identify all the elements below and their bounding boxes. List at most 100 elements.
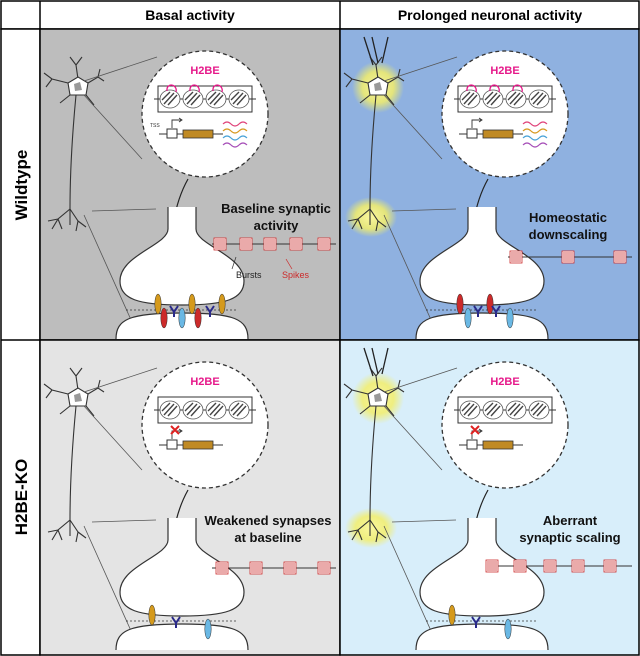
gene-body — [482, 440, 514, 450]
gene-body — [482, 129, 514, 139]
stimulus-arrows — [363, 36, 389, 66]
promoter — [466, 128, 478, 139]
transcript — [222, 135, 248, 141]
tss-label: TSS — [150, 123, 160, 129]
transcript — [522, 128, 548, 134]
receptor — [148, 604, 156, 626]
promoter — [166, 128, 178, 139]
postsynaptic-terminal — [115, 623, 249, 651]
h2be-tail — [212, 84, 223, 93]
spikes-label: Spikes — [282, 270, 310, 280]
spike-train — [212, 561, 336, 575]
transcript — [522, 142, 548, 148]
panel-wt-prolonged: H2BE Homeostatic downscaling — [339, 28, 640, 341]
neuron — [43, 367, 105, 543]
panel-caption-line1: Baseline synaptic — [221, 201, 331, 216]
row-labels: Wildtype H2BE-KO — [0, 28, 41, 656]
neuron — [343, 367, 405, 548]
promoter — [466, 439, 478, 450]
tss-arrow — [171, 117, 183, 128]
synapse — [115, 518, 249, 651]
receptor — [471, 616, 481, 628]
ko-cross-icon — [170, 425, 180, 435]
receptor — [171, 616, 181, 628]
panel-ko-prolonged: H2BE Aberrant synaptic scaling — [339, 339, 640, 656]
histone-label: H2BE — [190, 376, 219, 388]
receptor — [448, 604, 456, 626]
column-header-basal: Basal activity — [145, 7, 235, 23]
gene-body — [182, 440, 214, 450]
h2be-tail — [166, 84, 177, 93]
synapse — [115, 207, 249, 340]
receptor — [456, 293, 464, 315]
receptor — [169, 305, 179, 317]
receptor — [506, 307, 514, 329]
receptor — [188, 293, 196, 315]
bursts-label: Bursts — [236, 270, 262, 280]
header-row: Basal activity Prolonged neuronal activi… — [0, 0, 640, 30]
ko-cross-icon — [470, 425, 480, 435]
panel-caption-line1: Weakened synapses — [205, 513, 332, 528]
chromatin-zoom-circle: H2BE — [441, 361, 569, 489]
tss-arrow — [471, 117, 483, 128]
h2be-tail — [466, 84, 477, 93]
h2be-tail — [489, 84, 500, 93]
presynaptic-terminal — [419, 518, 545, 617]
histone-label: H2BE — [190, 65, 219, 77]
receptor — [160, 307, 168, 329]
column-header-prolonged: Prolonged neuronal activity — [398, 7, 583, 23]
dendrite-glow — [345, 508, 397, 548]
transcript — [222, 121, 248, 127]
receptor — [464, 307, 472, 329]
panel-caption-line1: Aberrant — [543, 513, 598, 528]
gene-body — [182, 129, 214, 139]
receptor — [218, 293, 226, 315]
panel-caption-line2: at baseline — [234, 530, 301, 545]
h2be-tail — [189, 84, 200, 93]
panel-caption-line2: downscaling — [529, 227, 608, 242]
postsynaptic-terminal — [415, 312, 549, 340]
receptor — [154, 293, 162, 315]
transcript — [222, 128, 248, 134]
spike-train — [212, 237, 336, 251]
receptor — [204, 618, 212, 640]
synapse — [415, 518, 549, 651]
receptor — [504, 618, 512, 640]
panel-caption-line2: activity — [254, 218, 300, 233]
row-label-h2be-ko: H2BE-KO — [12, 459, 31, 536]
presynaptic-terminal — [419, 207, 545, 306]
panel-wt-basal: H2BE Baseline synaptic activity TSS Bursts Sp… — [39, 28, 341, 341]
histone-label: H2BE — [490, 376, 519, 388]
dendrite-glow — [345, 197, 397, 237]
chromatin-zoom-circle: H2BE — [441, 50, 569, 178]
neuron — [343, 56, 405, 237]
promoter — [166, 439, 178, 450]
transcript — [222, 142, 248, 148]
h2be-tail — [512, 84, 523, 93]
receptor — [178, 307, 186, 329]
row-label-wildtype: Wildtype — [12, 150, 31, 221]
receptor — [486, 293, 494, 315]
histone-label: H2BE — [490, 65, 519, 77]
postsynaptic-terminal — [415, 623, 549, 651]
panel-caption-line1: Homeostatic — [529, 210, 607, 225]
tss-arrow — [471, 428, 483, 439]
transcript — [522, 121, 548, 127]
chromatin-zoom-circle: H2BE — [141, 361, 269, 489]
transcript — [522, 135, 548, 141]
tss-arrow — [171, 428, 183, 439]
receptor — [205, 305, 215, 317]
synapse — [415, 207, 549, 340]
receptor — [194, 307, 202, 329]
presynaptic-terminal — [119, 207, 245, 306]
spike-train — [485, 559, 632, 573]
spike-train — [508, 250, 632, 264]
panel-ko-basal: H2BE Weakened synapses at baseline — [39, 339, 341, 656]
neuron — [43, 56, 105, 232]
stimulus-arrows — [363, 347, 389, 377]
receptor — [473, 305, 483, 317]
panel-caption-line2: synaptic scaling — [519, 530, 620, 545]
chromatin-zoom-circle: H2BE — [141, 50, 269, 178]
receptor — [491, 305, 501, 317]
